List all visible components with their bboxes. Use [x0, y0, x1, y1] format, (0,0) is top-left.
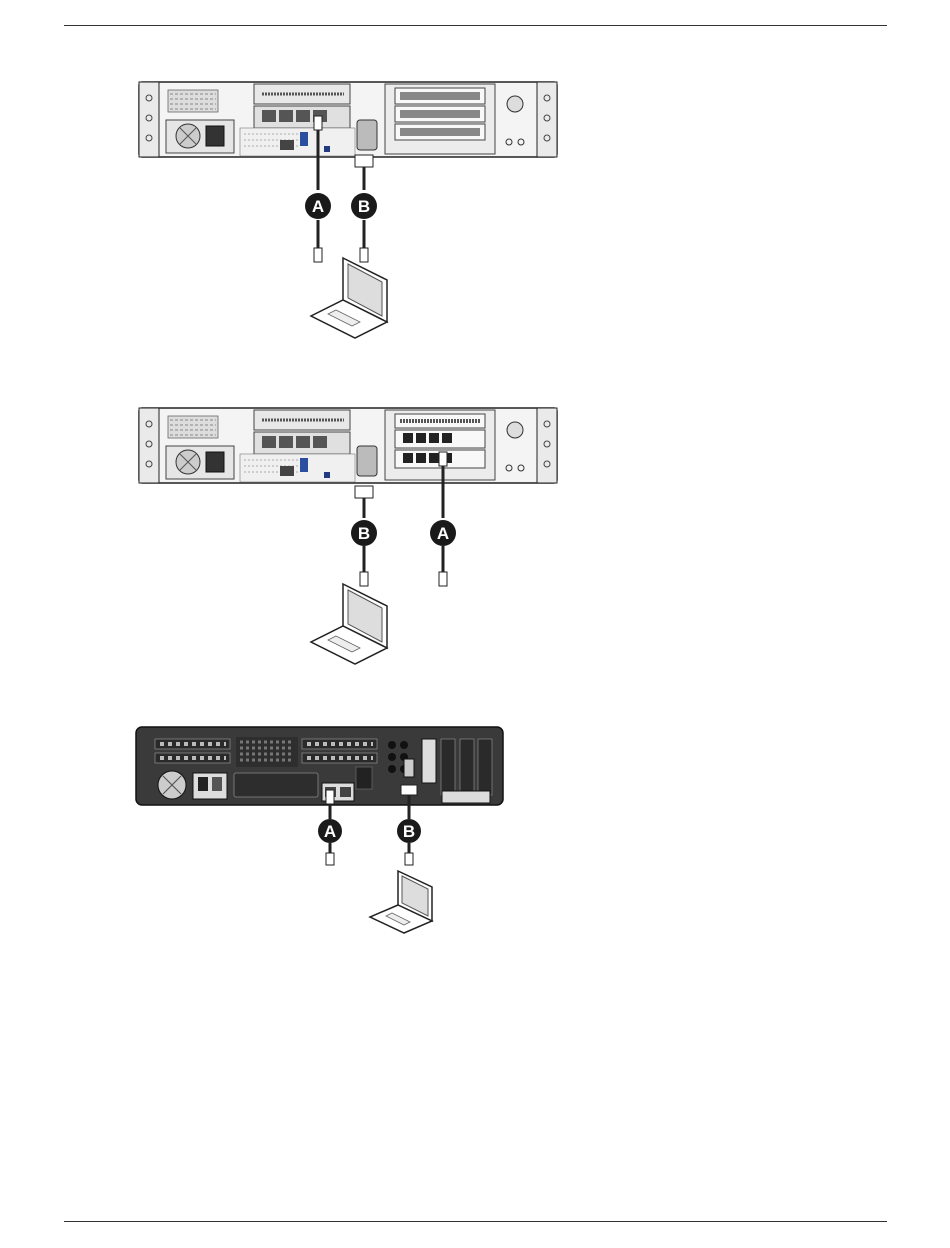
- callout-b: B: [351, 520, 377, 546]
- callout-b: B: [397, 819, 421, 843]
- laptop-icon: [311, 258, 387, 338]
- callout-b-label: B: [358, 524, 370, 543]
- callout-b: B: [351, 193, 377, 219]
- figure-3-desktop: A B: [0, 715, 950, 945]
- laptop-icon: [311, 584, 387, 664]
- callout-a-label: A: [437, 524, 449, 543]
- callout-a: A: [430, 520, 456, 546]
- callout-a-label: A: [312, 197, 324, 216]
- rack-server-chassis-2: [139, 408, 557, 483]
- callout-a: A: [318, 819, 342, 843]
- bottom-rule: [64, 1221, 887, 1222]
- rack-server-chassis-1: [139, 82, 557, 157]
- desktop-chassis: [136, 727, 503, 805]
- callout-b-label: B: [358, 197, 370, 216]
- figure-1-rack-server: A B: [0, 70, 950, 350]
- top-rule: [64, 25, 887, 26]
- callout-a: A: [305, 193, 331, 219]
- figure-2-rack-server: B A: [0, 396, 950, 676]
- callout-a-label: A: [324, 822, 336, 841]
- laptop-icon: [370, 871, 432, 933]
- callout-b-label: B: [403, 822, 415, 841]
